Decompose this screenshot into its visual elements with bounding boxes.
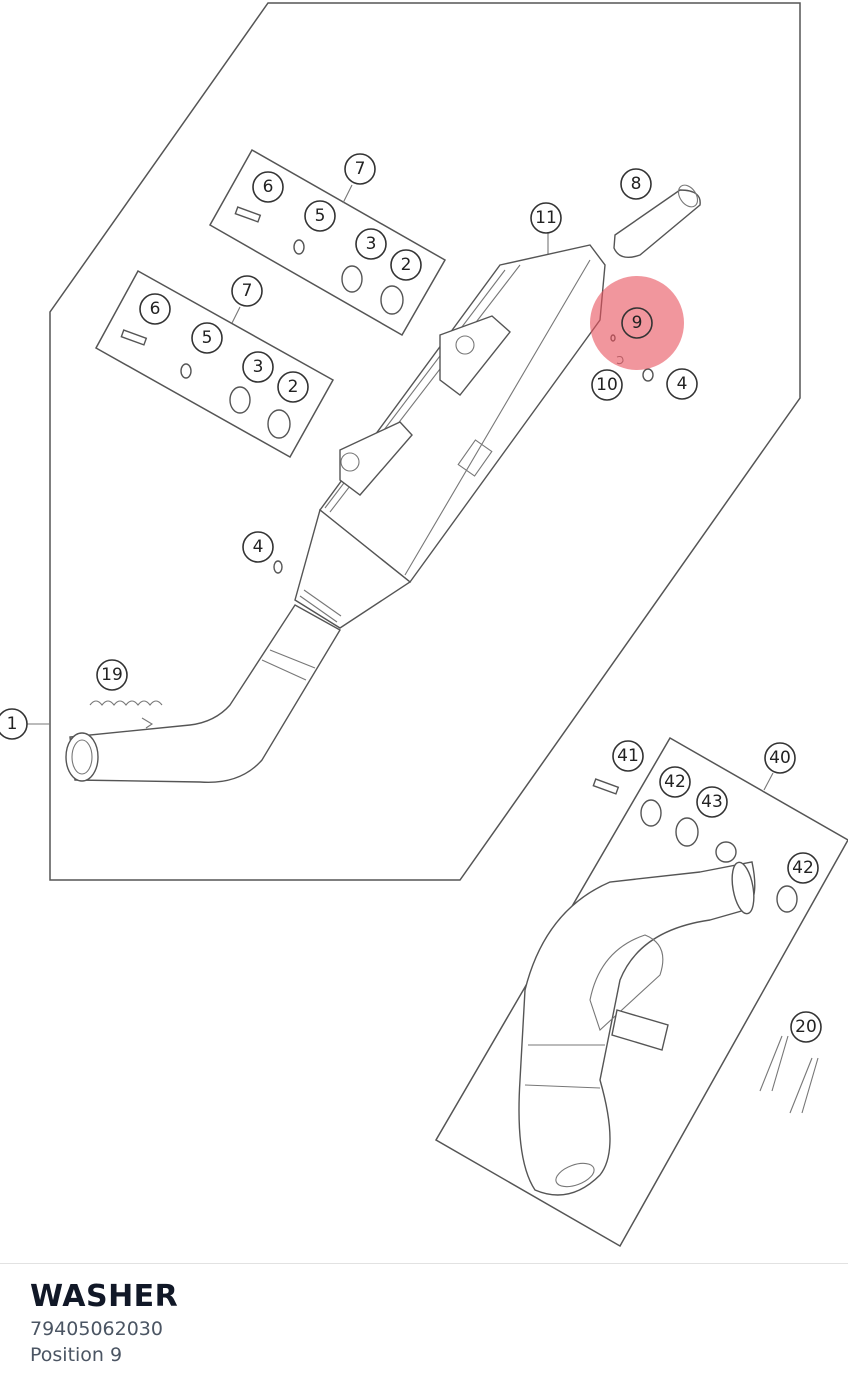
callout-6[interactable]: 6	[252, 171, 284, 203]
part-number: 79405062030	[30, 1318, 163, 1340]
callout-label: 1	[7, 714, 18, 734]
callout-label: 19	[101, 665, 123, 685]
callout-label: 2	[288, 377, 299, 397]
callout-circle	[390, 249, 422, 281]
callout-19[interactable]: 19	[96, 659, 128, 691]
callout-circle	[659, 766, 691, 798]
callout-circle	[0, 708, 28, 740]
callout-label: 4	[677, 374, 688, 394]
callout-label: 8	[631, 174, 642, 194]
assembly-frame-header	[434, 736, 848, 1248]
end-cap-part-8	[613, 184, 701, 258]
divider	[0, 1263, 848, 1264]
callout-6[interactable]: 6	[139, 293, 171, 325]
callout-circle	[139, 293, 171, 325]
callout-label: 7	[242, 281, 253, 301]
callout-11[interactable]: 11	[530, 202, 562, 234]
callout-4[interactable]: 4	[666, 368, 698, 400]
callout-label: 20	[795, 1017, 817, 1037]
callout-label: 42	[664, 772, 686, 792]
callout-5[interactable]: 5	[191, 322, 223, 354]
callout-2[interactable]: 2	[390, 249, 422, 281]
part-position: Position 9	[30, 1344, 123, 1366]
callout-label: 5	[315, 206, 326, 226]
callout-label: 3	[253, 357, 264, 377]
callout-label: 7	[355, 159, 366, 179]
callout-circle	[530, 202, 562, 234]
callout-circle	[304, 200, 336, 232]
callout-circle	[621, 307, 653, 339]
callout-circle	[242, 351, 274, 383]
callout-42[interactable]: 42	[659, 766, 691, 798]
callout-42[interactable]: 42	[787, 852, 819, 884]
callout-20[interactable]: 20	[790, 1011, 822, 1043]
callout-43[interactable]: 43	[696, 786, 728, 818]
callout-7[interactable]: 7	[231, 275, 263, 307]
callout-label: 6	[150, 299, 161, 319]
callout-circle	[612, 740, 644, 772]
callout-label: 43	[701, 792, 723, 812]
header-pipe	[518, 841, 756, 1196]
exploded-parts-diagram: 1 2 2 3 3 4 4 5 5 6 6 7 7 8 9 10 11 19 20 40 41 42 42 43	[0, 2, 848, 1248]
callout-circle	[277, 371, 309, 403]
callout-5[interactable]: 5	[304, 200, 336, 232]
callout-label: 2	[401, 255, 412, 275]
callout-label: 42	[792, 858, 814, 878]
callout-2[interactable]: 2	[277, 371, 309, 403]
callout-circle	[96, 659, 128, 691]
callout-circle	[191, 322, 223, 354]
callout-circle	[696, 786, 728, 818]
callout-10[interactable]: 10	[591, 369, 623, 401]
small-parts	[89, 206, 819, 1114]
part-name: WASHER	[30, 1279, 179, 1314]
callout-circle	[242, 531, 274, 563]
callout-40[interactable]: 40	[764, 742, 796, 774]
callout-label: 40	[769, 748, 791, 768]
callout-1[interactable]: 1	[0, 708, 28, 740]
callout-4[interactable]: 4	[242, 531, 274, 563]
callout-circle	[591, 369, 623, 401]
callout-label: 6	[263, 177, 274, 197]
callout-3[interactable]: 3	[242, 351, 274, 383]
silencer	[65, 244, 606, 784]
callout-41[interactable]: 41	[612, 740, 644, 772]
callout-circle	[764, 742, 796, 774]
selected-part-info: WASHER 79405062030 Position 9	[30, 1278, 178, 1368]
callout-label: 11	[535, 208, 557, 228]
callout-8[interactable]: 8	[620, 168, 652, 200]
callout-circle	[790, 1011, 822, 1043]
callout-9-highlighted[interactable]: 9	[621, 307, 653, 339]
callout-circle	[620, 168, 652, 200]
mounting-kit-frame-upper	[208, 148, 447, 337]
callout-label: 5	[202, 328, 213, 348]
callout-label: 10	[596, 375, 618, 395]
callout-3[interactable]: 3	[355, 228, 387, 260]
callout-label: 41	[617, 746, 639, 766]
callout-7[interactable]: 7	[344, 153, 376, 185]
highlight-marker	[590, 276, 684, 370]
callout-circle	[344, 153, 376, 185]
callout-label: 4	[253, 537, 264, 557]
callout-circle	[252, 171, 284, 203]
callout-circle	[787, 852, 819, 884]
assembly-frame-silencer	[49, 2, 801, 881]
callout-label: 9	[632, 313, 643, 333]
callout-circle	[666, 368, 698, 400]
callout-circle	[355, 228, 387, 260]
callout-circle	[231, 275, 263, 307]
callout-label: 3	[366, 234, 377, 254]
leader-lines	[27, 184, 774, 791]
mounting-kit-frame-lower	[94, 269, 335, 459]
